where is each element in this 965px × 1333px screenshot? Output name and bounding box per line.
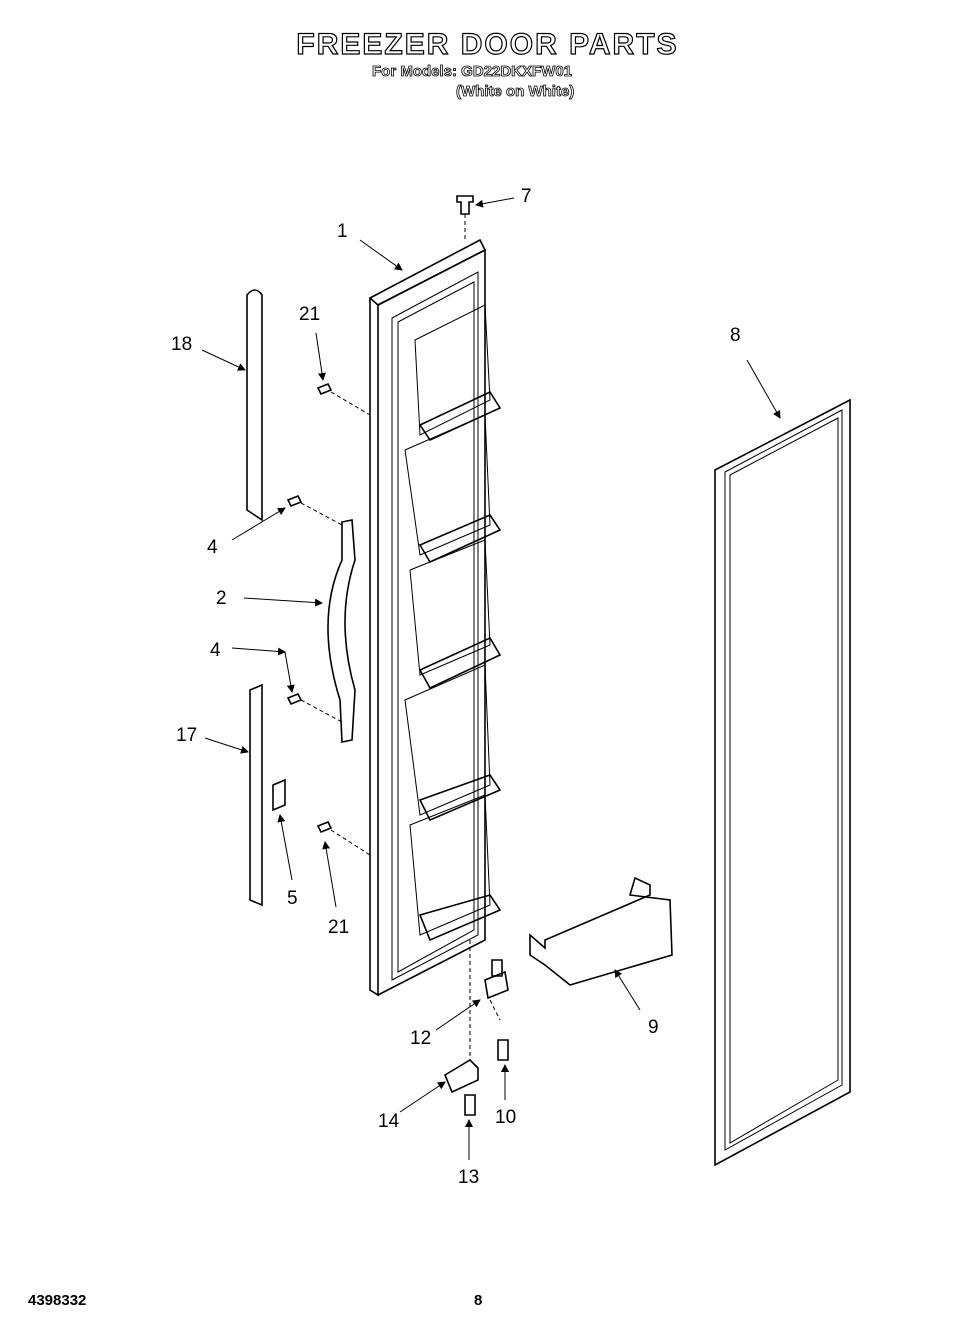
callout-7: 7 [521, 186, 532, 207]
color-line: (White on White) [456, 83, 575, 101]
lower-trim [249, 683, 263, 907]
door-handle [327, 519, 356, 743]
callout-4-upper: 4 [207, 537, 218, 558]
document-number: 4398332 [28, 1292, 87, 1309]
trim-clip [272, 778, 286, 812]
callout-17: 17 [176, 725, 197, 746]
models-line: For Models: GD22DKXFW01 [372, 63, 573, 81]
page-title: FREEZER DOOR PARTS [296, 27, 679, 61]
callout-13: 13 [458, 1167, 479, 1188]
upper-trim [246, 289, 263, 522]
door-gasket [714, 398, 851, 1167]
leader-lines [201, 197, 781, 1160]
plug-part [456, 195, 474, 215]
door-shelves [404, 304, 502, 942]
hinge-assembly [443, 940, 509, 1116]
callout-18: 18 [171, 334, 192, 355]
callout-21-lower: 21 [328, 917, 349, 938]
door-bin [529, 876, 673, 986]
freezer-door [368, 238, 502, 997]
page-number: 8 [474, 1292, 483, 1309]
callout-1: 1 [337, 221, 348, 242]
callout-2: 2 [216, 588, 227, 609]
callout-5: 5 [287, 888, 298, 909]
screws [286, 382, 371, 856]
callout-14: 14 [378, 1111, 400, 1132]
callout-12: 12 [410, 1028, 431, 1049]
callout-4-lower: 4 [210, 640, 221, 661]
callout-10: 10 [495, 1107, 516, 1128]
callout-21-upper: 21 [299, 304, 320, 325]
callout-8: 8 [730, 325, 741, 346]
callout-9: 9 [648, 1017, 659, 1038]
